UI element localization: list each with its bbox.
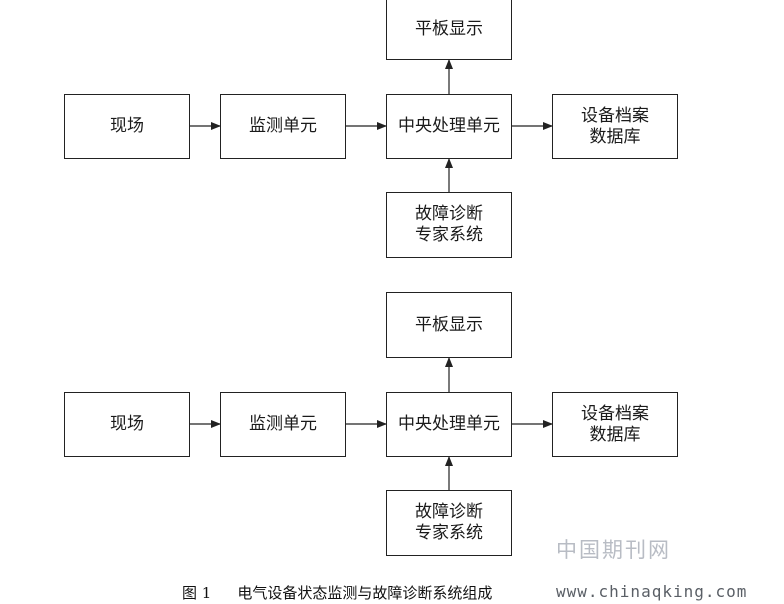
figure-caption: 图 1 电气设备状态监测与故障诊断系统组成 [182, 582, 492, 603]
node-fault-diagnosis-expert-system: 故障诊断 专家系统 [386, 490, 512, 556]
node-central-processing-unit: 中央处理单元 [386, 94, 512, 159]
node-monitor-unit: 监测单元 [220, 94, 346, 159]
node-tablet-display: 平板显示 [386, 292, 512, 358]
node-site: 现场 [64, 94, 190, 159]
node-fault-diagnosis-expert-system: 故障诊断 专家系统 [386, 192, 512, 258]
node-equipment-archive-db: 设备档案 数据库 [552, 94, 678, 159]
node-site: 现场 [64, 392, 190, 457]
figure-number: 图 1 [182, 584, 212, 602]
node-central-processing-unit: 中央处理单元 [386, 392, 512, 457]
node-equipment-archive-db: 设备档案 数据库 [552, 392, 678, 457]
figure-caption-text: 电气设备状态监测与故障诊断系统组成 [237, 584, 493, 602]
node-monitor-unit: 监测单元 [220, 392, 346, 457]
watermark-url: www.chinaqking.com [556, 582, 748, 601]
node-tablet-display: 平板显示 [386, 0, 512, 60]
watermark-site-name: 中国期刊网 [556, 538, 671, 562]
